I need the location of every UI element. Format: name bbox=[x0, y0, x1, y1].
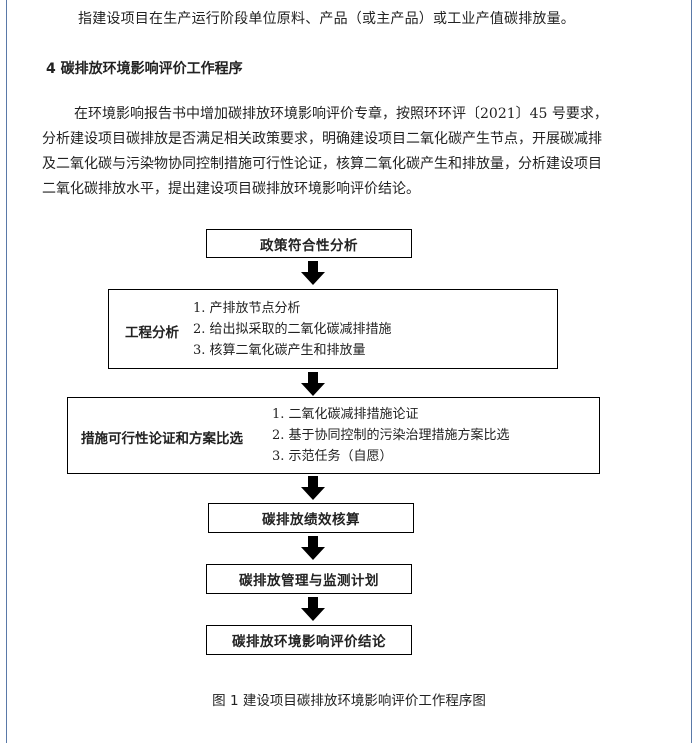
flow-step-item-list: 1. 二氧化碳减排措施论证 2. 基于协同控制的污染治理措施方案比选 3. 示范… bbox=[272, 404, 510, 467]
flow-step-item-list: 1. 产排放节点分析 2. 给出拟采取的二氧化碳减排措施 3. 核算二氧化碳产生… bbox=[193, 298, 392, 361]
flow-step-conclusion: 碳排放环境影响评价结论 bbox=[206, 625, 412, 655]
down-arrow-icon bbox=[301, 476, 325, 500]
paragraph-line: 分析建设项目碳排放是否满足相关政策要求，明确建设项目二氧化碳产生节点，开展碳减排 bbox=[42, 131, 602, 147]
list-item: 1. 二氧化碳减排措施论证 bbox=[272, 407, 419, 422]
flow-step-label: 措施可行性论证和方案比选 bbox=[81, 431, 243, 447]
flow-step-feasibility-comparison: 措施可行性论证和方案比选 1. 二氧化碳减排措施论证 2. 基于协同控制的污染治… bbox=[67, 397, 600, 474]
down-arrow-icon bbox=[301, 261, 325, 285]
paragraph-line: 在环境影响报告书中增加碳排放环境影响评价专章，按照环环评〔2021〕45 号要求… bbox=[74, 106, 608, 122]
list-item: 3. 示范任务（自愿） bbox=[272, 449, 393, 464]
down-arrow-icon bbox=[301, 536, 325, 560]
down-arrow-icon bbox=[301, 372, 325, 396]
body-paragraph: 在环境影响报告书中增加碳排放环境影响评价专章，按照环环评〔2021〕45 号要求… bbox=[42, 102, 660, 202]
down-arrow-icon bbox=[301, 597, 325, 621]
flow-step-label: 碳排放管理与监测计划 bbox=[239, 573, 379, 589]
list-item: 1. 产排放节点分析 bbox=[193, 301, 301, 316]
figure-caption: 图 1 建设项目碳排放环境影响评价工作程序图 bbox=[212, 693, 486, 709]
list-item: 2. 基于协同控制的污染治理措施方案比选 bbox=[272, 428, 510, 443]
flow-step-label: 碳排放环境影响评价结论 bbox=[232, 634, 386, 650]
flow-step-label: 碳排放绩效核算 bbox=[262, 512, 360, 528]
list-item: 3. 核算二氧化碳产生和排放量 bbox=[193, 343, 366, 358]
flow-step-policy-compliance: 政策符合性分析 bbox=[206, 229, 412, 258]
section-heading: 4 碳排放环境影响评价工作程序 bbox=[46, 61, 243, 77]
flow-step-performance-accounting: 碳排放绩效核算 bbox=[208, 503, 414, 533]
paragraph-line: 二氧化碳排放水平，提出建设项目碳排放环境影响评价结论。 bbox=[42, 181, 420, 197]
flow-step-engineering-analysis: 工程分析 1. 产排放节点分析 2. 给出拟采取的二氧化碳减排措施 3. 核算二… bbox=[108, 289, 558, 369]
page-right-border bbox=[691, 0, 692, 743]
flow-step-label: 工程分析 bbox=[125, 325, 179, 341]
list-item: 2. 给出拟采取的二氧化碳减排措施 bbox=[193, 322, 392, 337]
flow-step-label: 政策符合性分析 bbox=[260, 237, 358, 254]
paragraph-line: 及二氧化碳与污染物协同控制措施可行性论证，核算二氧化碳产生和排放量，分析建设项目 bbox=[42, 156, 602, 172]
flow-step-management-monitoring: 碳排放管理与监测计划 bbox=[206, 564, 412, 594]
page-left-border bbox=[6, 0, 7, 743]
intro-text-line: 指建设项目在生产运行阶段单位原料、产品（或主产品）或工业产值碳排放量。 bbox=[78, 11, 575, 27]
